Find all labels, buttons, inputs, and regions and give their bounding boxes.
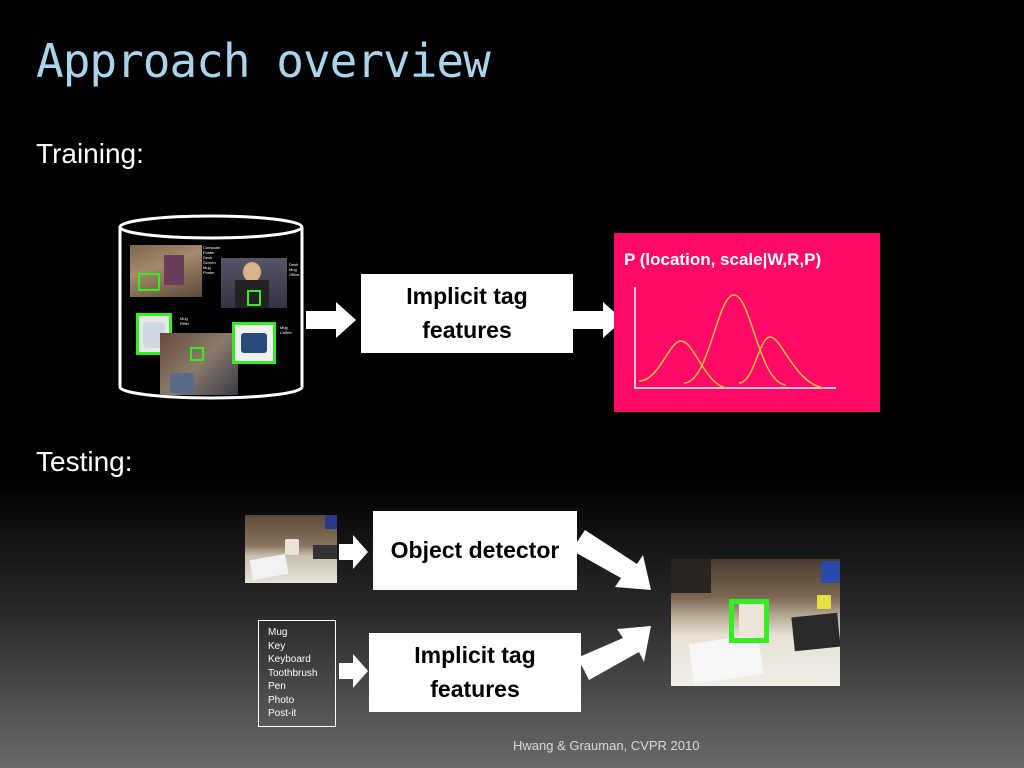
- object-detector-box: Object detector: [373, 511, 577, 590]
- tag-item: Photo: [268, 694, 295, 706]
- curve-1: [638, 340, 727, 389]
- training-feature-box: Implicit tag features: [361, 274, 573, 353]
- slide-title: Approach overview: [36, 34, 491, 88]
- tag-item: Post-it: [268, 708, 297, 719]
- citation: Hwang & Grauman, CVPR 2010: [513, 738, 700, 753]
- training-photo-coffee: [232, 322, 276, 364]
- arrow-right-icon: [339, 654, 368, 688]
- training-photo-cafe: [160, 333, 238, 395]
- converging-arrows-icon: [575, 530, 651, 680]
- tag-item: Pen: [268, 681, 286, 692]
- arrow-right-icon: [339, 535, 368, 569]
- detection-box-icon: [190, 347, 204, 361]
- tag-item: Key: [268, 640, 286, 652]
- training-photo-man: [221, 258, 287, 308]
- testing-feature-box: Implicit tag features: [369, 633, 581, 712]
- test-tag-list: Mug Key Keyboard Toothbrush Pen Photo Po…: [258, 620, 336, 727]
- probability-panel: [614, 233, 880, 412]
- detection-box-icon: [138, 273, 160, 291]
- tag-item: Keyboard: [268, 654, 311, 665]
- plot-axes: [634, 287, 836, 389]
- tag-item: Toothbrush: [268, 667, 318, 679]
- arrow-right-icon: [573, 302, 623, 338]
- probability-label: P (location, scale|W,R,P): [624, 250, 822, 269]
- arrow-right-icon: [306, 302, 356, 338]
- training-heading: Training:: [36, 138, 144, 169]
- detection-box-icon: [247, 290, 261, 306]
- tag-item: Mug: [268, 627, 288, 638]
- result-image: [671, 559, 840, 686]
- testing-heading: Testing:: [36, 446, 133, 477]
- training-photo-office: [130, 245, 202, 297]
- arrow-up-right-icon: [577, 626, 651, 680]
- arrow-down-right-icon: [575, 530, 651, 590]
- curve-3: [738, 336, 825, 389]
- probability-curves-plot: [634, 287, 836, 389]
- test-image: [245, 515, 337, 583]
- curve-2: [683, 294, 787, 386]
- detection-box-icon: [729, 599, 769, 643]
